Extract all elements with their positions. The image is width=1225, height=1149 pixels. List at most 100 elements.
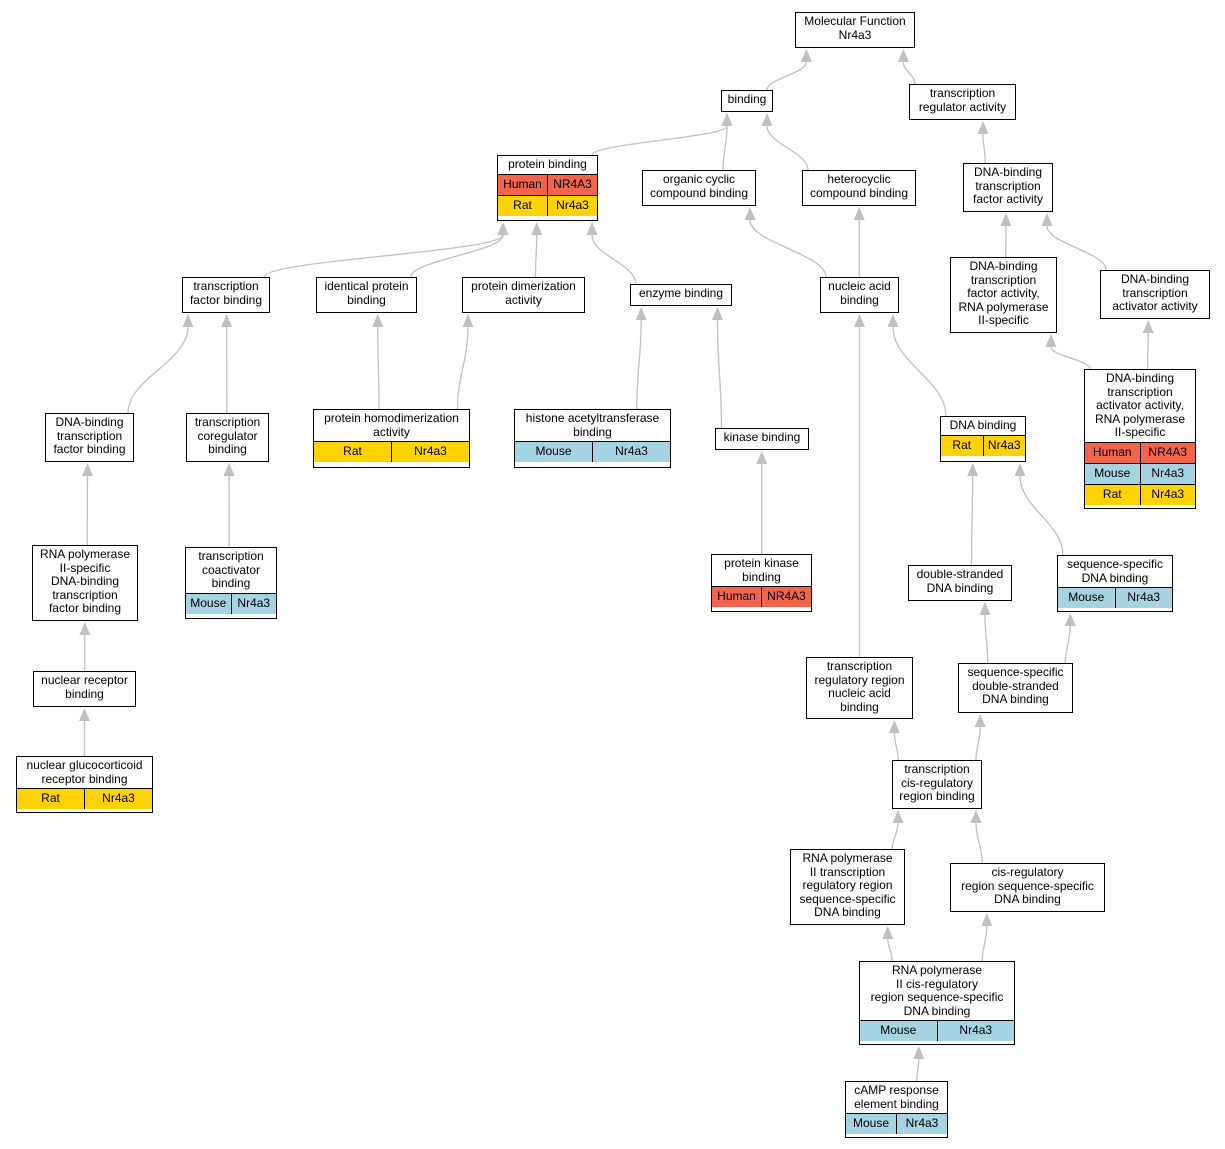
edge-dbtaa2-to-dbtfa2 (1050, 346, 1091, 370)
edge-ssdb-to-dnab (1019, 475, 1064, 556)
go-term-label: transcription coregulator binding (194, 415, 261, 456)
go-term-label: DNA-binding transcription activator acti… (1112, 272, 1198, 313)
go-term-label: cAMP response element binding (854, 1083, 939, 1111)
edge-arrowhead (372, 314, 384, 327)
go-term-node-hcb[interactable]: heterocyclic compound binding (802, 170, 916, 206)
go-term-label: transcription cis-regulatory region bind… (899, 762, 975, 803)
go-term-node-dbtaa2[interactable]: DNA-binding transcription activator acti… (1084, 369, 1196, 509)
go-term-label: protein kinase binding (724, 556, 799, 584)
edge-arrowhead (761, 113, 773, 126)
annotation-species: Human (503, 176, 542, 191)
go-term-node-tfb[interactable]: transcription factor binding (182, 277, 270, 313)
annotation-gene: Nr4a3 (936, 1021, 1015, 1041)
go-term-label: double-stranded DNA binding (916, 567, 1004, 595)
go-term-node-tra[interactable]: transcription regulator activity (909, 84, 1016, 120)
edge-rnap2cr-to-rnap2tr (887, 938, 893, 962)
edge-arrowhead (1041, 213, 1053, 226)
go-term-node-ipb[interactable]: identical protein binding (316, 277, 417, 313)
go-term-node-dbtfa[interactable]: DNA-binding transcription factor activit… (963, 163, 1053, 212)
edge-dbtaa2-to-dbtaa (1146, 332, 1149, 370)
go-term-node-dbtaa[interactable]: DNA-binding transcription activator acti… (1100, 270, 1210, 319)
annotation-row: Mouse Nr4a3 (1085, 462, 1196, 484)
annotation-species: Mouse (1094, 465, 1131, 480)
go-term-label: histone acetyltransferase binding (525, 411, 660, 439)
edge-arrowhead (887, 314, 899, 327)
annotation-species: Mouse (190, 595, 227, 610)
go-term-node-mf[interactable]: Molecular Function Nr4a3 (795, 12, 915, 48)
edge-arrowhead (182, 314, 194, 327)
go-term-node-dsdb[interactable]: double-stranded DNA binding (908, 565, 1012, 601)
go-term-node-rnap[interactable]: RNA polymerase II-specific DNA-binding t… (32, 545, 138, 621)
go-term-label: transcription coactivator binding (198, 549, 264, 590)
annotation-gene: Nr4a3 (982, 435, 1026, 456)
go-term-node-binding[interactable]: binding (721, 90, 773, 112)
go-term-node-trrnab[interactable]: transcription regulatory region nucleic … (806, 657, 913, 719)
go-term-label: organic cyclic compound binding (649, 172, 749, 200)
go-term-node-kb[interactable]: kinase binding (715, 428, 809, 450)
edge-rnap2tr-to-tcrrb (891, 822, 899, 850)
edge-arrowhead (979, 602, 991, 615)
go-term-label: DNA-binding transcription factor activit… (958, 259, 1049, 327)
annotation-species: Rat (952, 437, 972, 452)
edge-phda-to-pda (456, 326, 469, 410)
go-term-label: nucleic acid binding (828, 279, 891, 307)
go-term-label: sequence-specific DNA binding (1066, 557, 1164, 585)
edge-arrowhead (586, 222, 598, 235)
go-term-node-nrb[interactable]: nuclear receptor binding (33, 671, 136, 707)
go-term-node-occb[interactable]: organic cyclic compound binding (642, 170, 756, 206)
edge-dbtfa-to-tra (982, 133, 986, 164)
go-term-node-dbtfb[interactable]: DNA-binding transcription factor binding (45, 413, 134, 462)
go-term-label: Molecular Function Nr4a3 (804, 14, 906, 42)
go-term-node-ssdsdb[interactable]: sequence-specific double-stranded DNA bi… (958, 663, 1073, 713)
edge-arrowhead (1000, 213, 1012, 226)
go-term-node-dbtfa2[interactable]: DNA-binding transcription factor activit… (950, 257, 1057, 333)
edge-arrowhead (744, 207, 756, 220)
go-term-label: sequence-specific double-stranded DNA bi… (967, 665, 1064, 706)
go-term-node-crrssdb[interactable]: cis-regulatory region sequence-specific … (950, 863, 1105, 912)
annotation-gene: Nr4a3 (1114, 588, 1173, 608)
go-term-node-tcrrb[interactable]: transcription cis-regulatory region bind… (892, 760, 982, 809)
edge-arrowhead (800, 49, 812, 62)
edge-arrowhead (913, 1046, 925, 1059)
edge-arrowhead (79, 622, 91, 635)
go-term-node-eb[interactable]: enzyme binding (630, 284, 732, 306)
go-term-label: nuclear glucocorticoid receptor binding (26, 758, 143, 786)
annotation-gene: Nr4a3 (230, 593, 277, 614)
go-term-label: cis-regulatory region sequence-specific … (961, 865, 1094, 906)
go-term-label: identical protein binding (324, 279, 409, 307)
annotation-species: Mouse (1068, 590, 1105, 605)
edge-arrowhead (223, 463, 235, 476)
edge-arrowhead (721, 113, 733, 126)
annotation-gene: Nr4a3 (1139, 463, 1196, 484)
edge-pb-to-binding (591, 125, 728, 156)
go-term-node-rnap2tr[interactable]: RNA polymerase II transcription regulato… (790, 849, 905, 925)
edge-hatb-to-eb (636, 319, 642, 410)
go-term-label: kinase binding (723, 430, 801, 444)
annotation-gene: Nr4a3 (1139, 484, 1196, 505)
edge-arrowhead (854, 314, 865, 327)
go-term-node-pda[interactable]: protein dimerization activity (462, 277, 585, 313)
annotation-gene: NR4A3 (1139, 442, 1196, 463)
go-term-node-tcb[interactable]: transcription coregulator binding (186, 413, 269, 462)
go-term-label: protein dimerization activity (471, 279, 576, 307)
edge-tfb-to-pb (263, 234, 504, 278)
edge-arrowhead (882, 926, 894, 939)
annotation-gene: Nr4a3 (391, 442, 469, 462)
go-term-node-nab[interactable]: nucleic acid binding (820, 277, 899, 313)
go-term-node-rnap2cr[interactable]: RNA polymerase II cis-regulatory region … (859, 961, 1015, 1045)
